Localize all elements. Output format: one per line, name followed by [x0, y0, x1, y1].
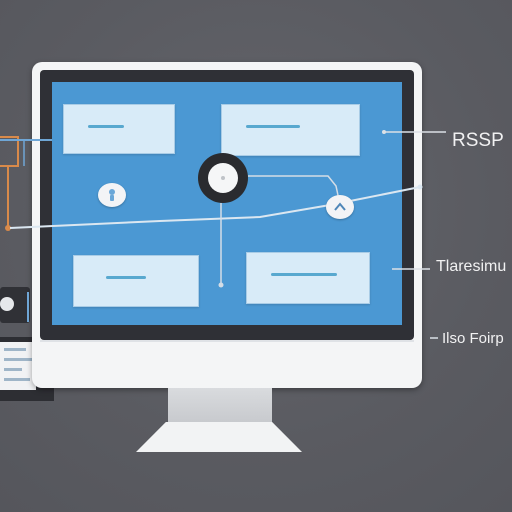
monitor-neck	[168, 388, 272, 424]
screen-card-bottom-right	[246, 252, 370, 304]
panel-bar	[4, 358, 32, 361]
connector-dot	[417, 184, 423, 190]
chevron-glyph	[334, 202, 346, 211]
card-text-line	[246, 125, 300, 128]
card-text-line	[88, 125, 124, 128]
monitor-base	[136, 422, 302, 452]
connector-main	[9, 186, 421, 229]
person-glyph	[109, 189, 115, 201]
connector-dot	[5, 225, 11, 231]
side-label-bottom: Ilso Foirp	[442, 330, 504, 347]
hub-dot	[221, 176, 225, 180]
screen-card-bottom-left	[73, 255, 199, 307]
side-label-top: RSSP	[452, 130, 504, 151]
panel-bar	[4, 368, 22, 371]
connector-hub-elbow	[248, 175, 340, 201]
person-icon	[98, 183, 126, 207]
connector-dot	[218, 282, 224, 288]
connector-orange	[0, 136, 19, 167]
connector-dot	[382, 130, 386, 134]
screen-card-top-left	[63, 104, 175, 154]
monitor-chin	[40, 340, 414, 342]
card-text-line	[271, 273, 337, 276]
side-label-middle: Tlaresimu	[436, 258, 507, 275]
chevron-up-icon	[326, 195, 354, 219]
screen-card-top-right	[221, 104, 360, 156]
person-icon	[0, 297, 14, 311]
panel-bar	[4, 378, 30, 381]
card-text-line	[106, 276, 146, 279]
left-panel-screen	[0, 342, 36, 390]
panel-bar	[4, 348, 26, 351]
